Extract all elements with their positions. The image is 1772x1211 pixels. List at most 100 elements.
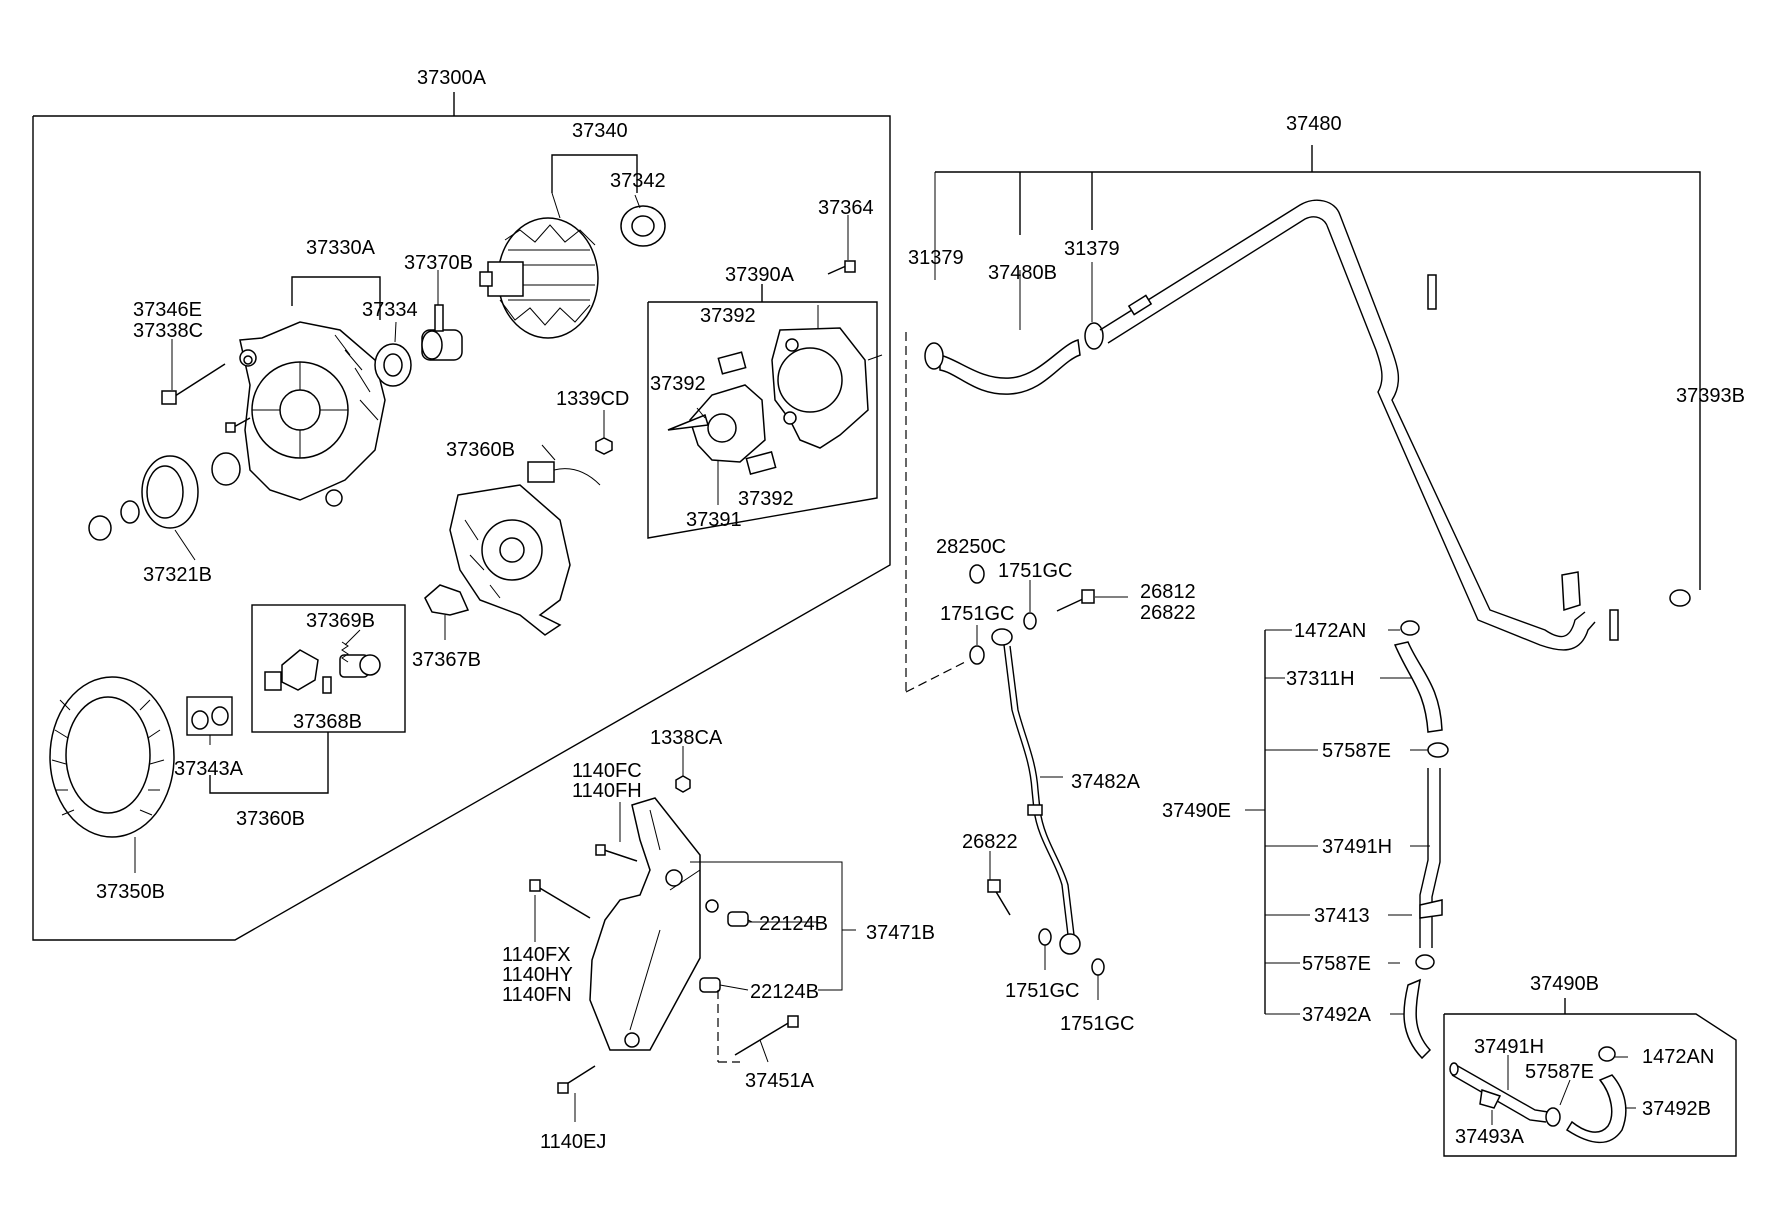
label-37338C[interactable]: 37338C — [133, 320, 203, 342]
label-37360B-bottom[interactable]: 37360B — [236, 808, 305, 830]
label-1339CD[interactable]: 1339CD — [556, 388, 629, 410]
washer-box-37343A[interactable] — [186, 696, 233, 745]
hose-37480B[interactable] — [939, 339, 1081, 395]
label-37482A[interactable]: 37482A — [1071, 771, 1141, 793]
washer-1751GC-a[interactable] — [1023, 580, 1037, 630]
label-37392-top[interactable]: 37392 — [700, 305, 756, 327]
clamp-31379-right[interactable] — [1084, 322, 1104, 350]
label-1140FC[interactable]: 1140FC — [572, 760, 642, 782]
bolt-26822[interactable] — [987, 851, 1011, 916]
label-37342[interactable]: 37342 — [610, 170, 666, 192]
label-37367B[interactable]: 37367B — [412, 649, 481, 671]
label-57587E-a[interactable]: 57587E — [1322, 740, 1391, 762]
label-28250C[interactable]: 28250C — [936, 536, 1006, 558]
label-37343A[interactable]: 37343A — [174, 758, 244, 780]
label-37391[interactable]: 37391 — [686, 509, 742, 531]
bushing-22124B-upper[interactable] — [727, 911, 753, 927]
pipe-37491H[interactable] — [1419, 768, 1443, 948]
label-31379-right[interactable]: 31379 — [1064, 238, 1120, 260]
label-37360B-top[interactable]: 37360B — [446, 439, 515, 461]
stator-37350B[interactable] — [49, 676, 175, 873]
clamp-57587E-kit[interactable] — [1545, 1079, 1571, 1127]
label-37392-bottom[interactable]: 37392 — [738, 488, 794, 510]
label-37334[interactable]: 37334 — [362, 299, 418, 321]
label-1338CA[interactable]: 1338CA — [650, 727, 723, 749]
label-37490E[interactable]: 37490E — [1162, 800, 1231, 822]
clamp-31379-left[interactable] — [924, 342, 944, 370]
bolt-37346E[interactable] — [161, 339, 226, 405]
washer-1751GC-b[interactable] — [969, 625, 985, 665]
label-1472AN-a[interactable]: 1472AN — [1294, 620, 1366, 642]
label-37311H[interactable]: 37311H — [1286, 668, 1355, 690]
label-1472AN-b[interactable]: 1472AN — [1642, 1046, 1714, 1068]
label-37413[interactable]: 37413 — [1314, 905, 1370, 927]
bolt-1140FC[interactable] — [595, 802, 638, 862]
pulley-37321B[interactable] — [88, 452, 241, 561]
label-37346E[interactable]: 37346E — [133, 299, 202, 321]
ground-strap-37482A[interactable] — [991, 628, 1081, 955]
label-37350B[interactable]: 37350B — [96, 881, 165, 903]
label-26822-a[interactable]: 26822 — [1140, 602, 1196, 624]
label-37393B[interactable]: 37393B — [1676, 385, 1745, 407]
label-37480[interactable]: 37480 — [1286, 113, 1342, 135]
label-1140HY[interactable]: 1140HY — [502, 964, 573, 986]
washer-1751GC-d[interactable] — [1091, 958, 1105, 1000]
bushing-37370B[interactable] — [421, 270, 463, 361]
label-1751GC-b[interactable]: 1751GC — [940, 603, 1015, 625]
small-bolt[interactable] — [225, 417, 251, 433]
label-1751GC-a[interactable]: 1751GC — [998, 560, 1073, 582]
connector-37367B[interactable] — [424, 584, 470, 640]
washer-1751GC-c[interactable] — [1038, 928, 1052, 970]
pipe-37491H-kit[interactable] — [1449, 1055, 1549, 1125]
label-37490B[interactable]: 37490B — [1530, 973, 1599, 995]
nut-1339CD[interactable] — [595, 410, 613, 455]
label-22124B-upper[interactable]: 22124B — [759, 913, 828, 935]
hose-37492B[interactable] — [1565, 1074, 1636, 1144]
regulator-37390A[interactable] — [717, 305, 883, 476]
label-1140EJ[interactable]: 1140EJ — [540, 1131, 606, 1153]
brush-parts[interactable] — [264, 629, 381, 694]
bolt-37364[interactable] — [827, 215, 856, 275]
label-57587E-b[interactable]: 57587E — [1302, 953, 1371, 975]
label-37390A[interactable]: 37390A — [725, 264, 795, 286]
label-37392-mid[interactable]: 37392 — [650, 373, 706, 395]
label-37364[interactable]: 37364 — [818, 197, 874, 219]
label-37368B[interactable]: 37368B — [293, 711, 362, 733]
label-26822-b[interactable]: 26822 — [962, 831, 1018, 853]
label-37493A[interactable]: 37493A — [1455, 1126, 1525, 1148]
clamp-28250C[interactable] — [969, 564, 985, 584]
bolt-26812[interactable] — [1056, 589, 1128, 612]
hose-37311H[interactable] — [1393, 641, 1443, 733]
label-37321B[interactable]: 37321B — [143, 564, 212, 586]
bearing-37342[interactable] — [620, 194, 666, 247]
label-1751GC-c[interactable]: 1751GC — [1005, 980, 1080, 1002]
label-37370B[interactable]: 37370B — [404, 252, 473, 274]
clamp-1472AN-kit[interactable] — [1598, 1046, 1628, 1062]
label-37491H-b[interactable]: 37491H — [1474, 1036, 1544, 1058]
label-37492B[interactable]: 37492B — [1642, 1098, 1711, 1120]
hose-37492A[interactable] — [1403, 978, 1432, 1060]
bolt-37451A[interactable] — [734, 1015, 799, 1063]
bolt-1140FX[interactable] — [529, 879, 591, 942]
label-26812[interactable]: 26812 — [1140, 581, 1196, 603]
bolt-1140EJ[interactable] — [557, 1065, 596, 1122]
clamp-57587E-a[interactable] — [1427, 742, 1449, 758]
label-1751GC-d[interactable]: 1751GC — [1060, 1013, 1135, 1035]
nut-1338CA[interactable] — [675, 746, 691, 793]
label-37492A[interactable]: 37492A — [1302, 1004, 1372, 1026]
label-37471B[interactable]: 37471B — [866, 922, 935, 944]
label-37330A[interactable]: 37330A — [306, 237, 376, 259]
label-37491H-a[interactable]: 37491H — [1322, 836, 1392, 858]
rear-bracket[interactable] — [449, 444, 601, 636]
label-37300A[interactable]: 37300A — [417, 67, 487, 89]
label-31379-left[interactable]: 31379 — [908, 247, 964, 269]
label-1140FH[interactable]: 1140FH — [572, 780, 642, 802]
clamp-1472AN[interactable] — [1400, 620, 1420, 636]
bushing-22124B-lower[interactable] — [699, 977, 749, 993]
label-37451A[interactable]: 37451A — [745, 1070, 815, 1092]
bearing-37334[interactable] — [374, 321, 412, 387]
front-bracket[interactable] — [239, 276, 386, 507]
label-37480B[interactable]: 37480B — [988, 262, 1057, 284]
label-37369B[interactable]: 37369B — [306, 610, 375, 632]
label-1140FX[interactable]: 1140FX — [502, 944, 571, 966]
